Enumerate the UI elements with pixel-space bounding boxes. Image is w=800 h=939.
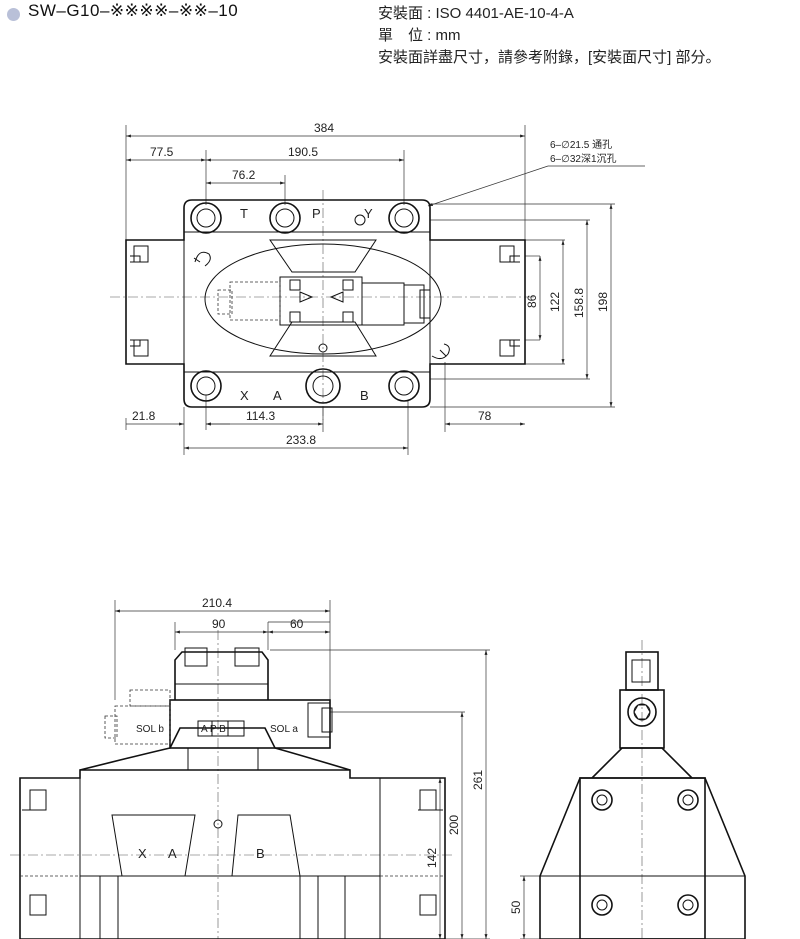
- dim-198: 198: [596, 292, 610, 312]
- mounting-surface-spec: 安裝面 : ISO 4401-AE-10-4-A: [378, 5, 574, 22]
- unit-spec: 單 位 : mm: [378, 27, 461, 44]
- model-code: SW–G10–※※※※–※※–10: [28, 1, 239, 20]
- dim-60: 60: [290, 617, 304, 631]
- hole-note-through: 6–∅21.5 通孔: [550, 139, 612, 151]
- dim-233-8: 233.8: [286, 433, 316, 447]
- dim-86: 86: [525, 294, 539, 308]
- side-view: 50: [509, 640, 746, 939]
- hole-note-counterbore: 6–∅32深1沉孔: [550, 152, 617, 165]
- dim-261: 261: [471, 770, 485, 790]
- front-port-x: X: [138, 846, 147, 861]
- dim-90: 90: [212, 617, 226, 631]
- apb-label: A P B: [201, 724, 226, 735]
- front-port-a: A: [168, 846, 177, 861]
- dim-77-5: 77.5: [150, 145, 174, 159]
- dim-122: 122: [548, 292, 562, 312]
- port-label-t: T: [240, 206, 248, 221]
- dim-158-8: 158.8: [572, 288, 586, 318]
- port-label-y: Y: [364, 206, 373, 221]
- sol-b-label: SOL b: [136, 724, 164, 735]
- dim-384: 384: [314, 121, 334, 135]
- port-label-b: B: [360, 388, 369, 403]
- port-label-a: A: [273, 388, 282, 403]
- port-label-p: P: [312, 206, 321, 221]
- bullet-dot-icon: [7, 8, 20, 21]
- dim-114-3: 114.3: [246, 409, 275, 423]
- port-label-x: X: [240, 388, 249, 403]
- dim-210-4: 210.4: [202, 596, 232, 610]
- dim-50: 50: [509, 900, 523, 914]
- mounting-note: 安裝面詳盡尺寸，請參考附錄，[安裝面尺寸] 部分。: [378, 49, 721, 66]
- dim-78: 78: [478, 409, 492, 423]
- port-holes-bottom-row: [190, 343, 420, 404]
- dim-76-2: 76.2: [232, 168, 256, 182]
- front-view: SOL b SOL a A P B X A B 210.4 90 60 261 …: [10, 596, 490, 939]
- sol-a-label: SOL a: [270, 724, 298, 735]
- port-holes-top-row: [190, 202, 420, 234]
- dim-200: 200: [447, 815, 461, 835]
- dim-142: 142: [425, 848, 439, 868]
- dim-21-8: 21.8: [132, 409, 156, 423]
- top-view: T P Y X A B 384 77.5 190.5 76.2 86 122 1…: [110, 121, 645, 455]
- dim-190-5: 190.5: [288, 145, 318, 159]
- front-port-b: B: [256, 846, 265, 861]
